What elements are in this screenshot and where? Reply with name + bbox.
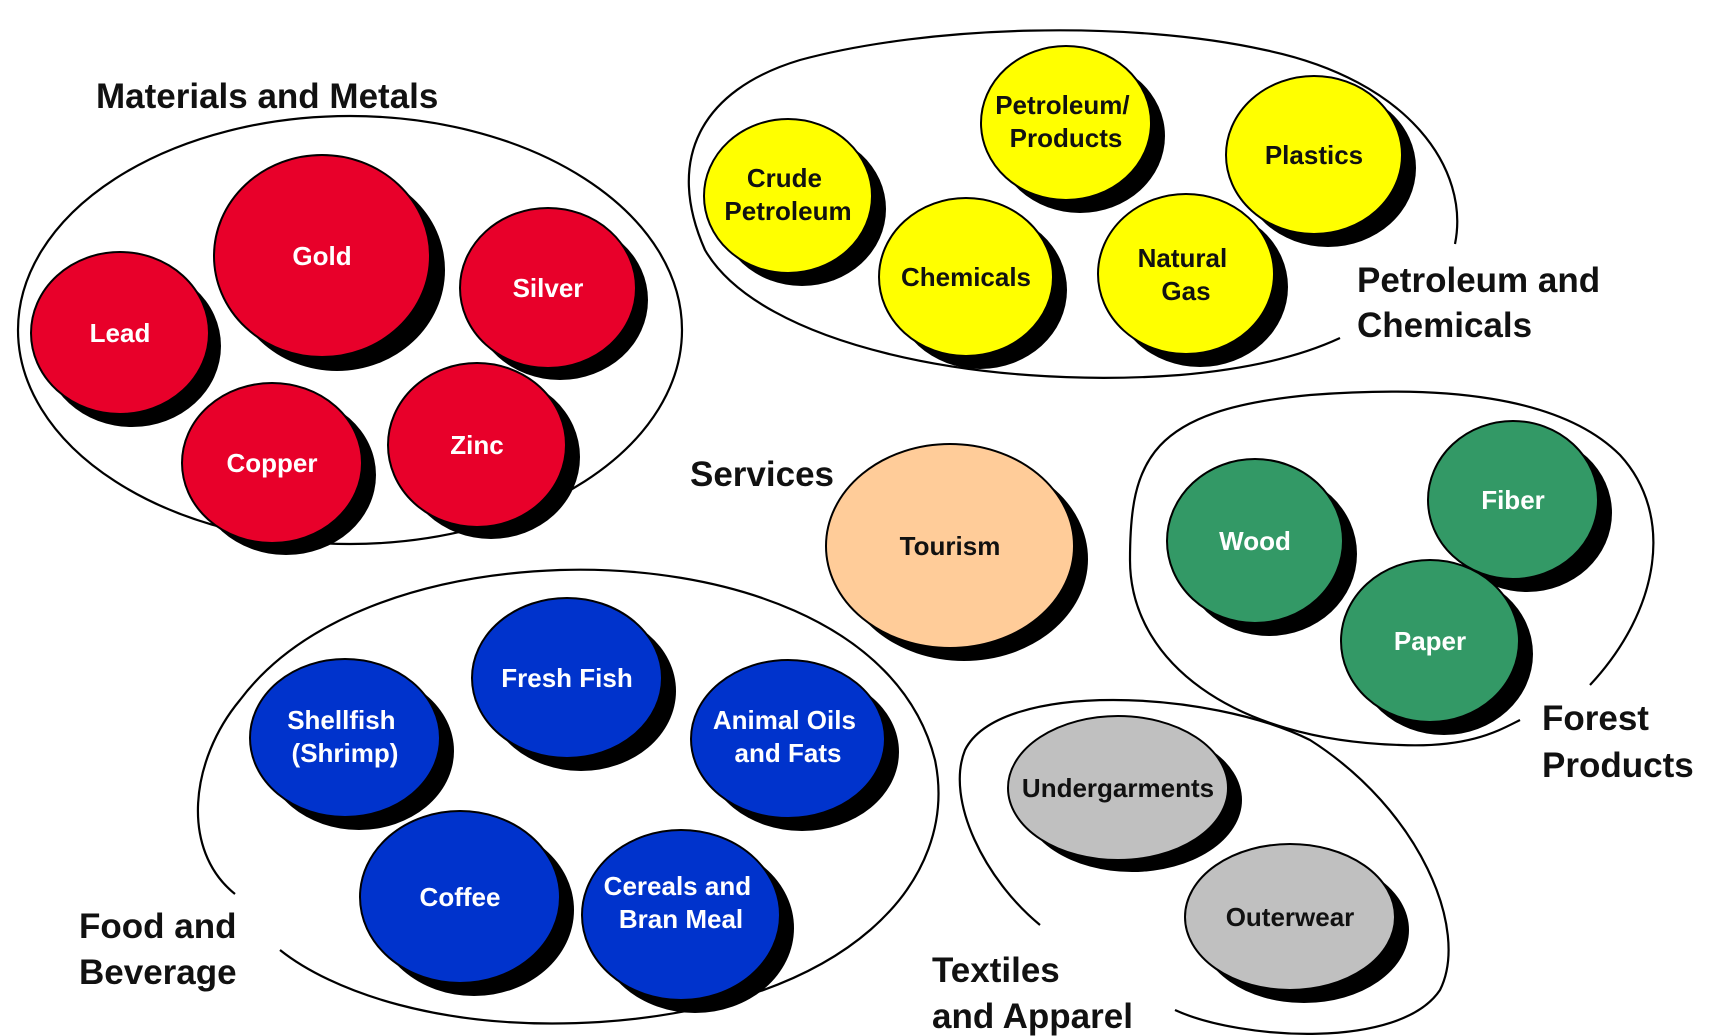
tourism-bubble (825, 443, 1075, 649)
outerwear-label: Outerwear (1226, 902, 1355, 932)
copper-label: Copper (227, 448, 318, 478)
silver-label: Silver (513, 273, 584, 303)
food-bubbles (249, 597, 899, 1013)
crude-petroleum-bubble (703, 118, 873, 274)
shellfish-label: Shellfish (Shrimp) (287, 705, 403, 768)
petroleum-group-outline (687, 29, 1459, 379)
cereals-label: Cereals and Bran Meal (604, 871, 759, 934)
lead-label: Lead (90, 318, 151, 348)
petroleum-products-label: Petroleum/ Products (995, 90, 1137, 153)
materials-group-label: Materials and Metals (96, 77, 438, 116)
cereals-bubble (581, 829, 781, 1001)
food-group-outline (196, 568, 940, 1025)
zinc-label: Zinc (450, 430, 503, 460)
natural-gas-label: Natural Gas (1138, 243, 1235, 306)
zinc-bubble (387, 362, 567, 528)
bubble-labels: Gold Lead Silver Copper Zinc Crude Petro… (90, 90, 1545, 934)
forest-group-outline (1128, 390, 1655, 747)
forest-group-label: Forest Products (1542, 699, 1694, 785)
fiber-label: Fiber (1481, 485, 1545, 515)
chemicals-label: Chemicals (901, 262, 1031, 292)
fresh-fish-bubble (471, 597, 663, 759)
fiber-bubble (1427, 420, 1599, 580)
plastics-label: Plastics (1265, 140, 1363, 170)
undergarments-bubble (1007, 715, 1229, 861)
crude-petroleum-label: Crude Petroleum (724, 163, 851, 226)
animal-oils-label: Animal Oils and Fats (713, 705, 863, 768)
wood-label: Wood (1219, 526, 1291, 556)
lead-bubble (30, 251, 210, 415)
petroleum-bubbles (703, 45, 1416, 369)
services-bubbles (825, 443, 1088, 661)
copper-bubble (181, 382, 363, 544)
chemicals-bubble (878, 197, 1054, 357)
textiles-group-outline (958, 699, 1450, 1035)
shellfish-bubble (249, 658, 441, 818)
coffee-bubble (359, 810, 561, 984)
natural-gas-bubble (1097, 193, 1275, 355)
services-group-label: Services (690, 455, 834, 494)
paper-bubble (1340, 559, 1520, 723)
food-group-label: Food and Beverage (79, 907, 246, 992)
materials-group-outline (16, 114, 684, 546)
textiles-bubbles (1007, 715, 1409, 1003)
textiles-group-label: Textiles and Apparel (932, 951, 1133, 1036)
gold-bubble (213, 154, 431, 358)
petroleum-products-bubble (980, 45, 1152, 201)
forest-bubbles (1166, 420, 1612, 735)
petroleum-group-label: Petroleum and Chemicals (1357, 261, 1610, 345)
group-labels: Materials and Metals Petroleum and Chemi… (79, 77, 1694, 1036)
tourism-label: Tourism (900, 531, 1001, 561)
silver-bubble (459, 207, 637, 369)
materials-bubbles (30, 154, 648, 555)
wood-bubble (1166, 458, 1344, 624)
gold-label: Gold (292, 241, 351, 271)
outerwear-bubble (1184, 843, 1396, 991)
paper-label: Paper (1394, 626, 1466, 656)
animal-oils-bubble (690, 659, 886, 819)
fresh-fish-label: Fresh Fish (501, 663, 632, 693)
coffee-label: Coffee (420, 882, 501, 912)
undergarments-label: Undergarments (1022, 773, 1214, 803)
plastics-bubble (1225, 75, 1403, 235)
